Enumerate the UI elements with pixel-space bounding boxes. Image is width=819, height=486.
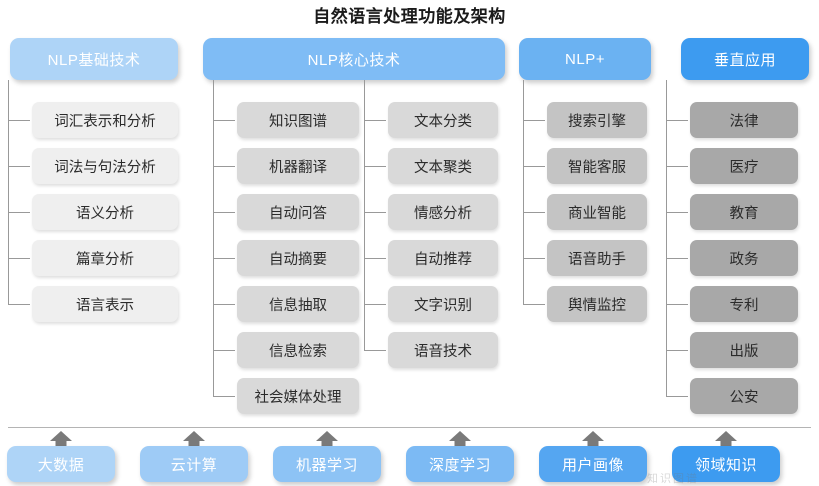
item-box[interactable]: 文本聚类 bbox=[388, 148, 498, 184]
connector-trunk-vertical-app-0 bbox=[666, 80, 667, 396]
connector-stub bbox=[364, 258, 386, 259]
item-box[interactable]: 自动推荐 bbox=[388, 240, 498, 276]
connector-stub bbox=[213, 396, 235, 397]
item-box[interactable]: 语义分析 bbox=[32, 194, 178, 230]
connector-stub bbox=[8, 166, 30, 167]
page-title: 自然语言处理功能及架构 bbox=[313, 7, 506, 26]
connector-stub bbox=[213, 212, 235, 213]
item-box[interactable]: 词汇表示和分析 bbox=[32, 102, 178, 138]
connector-trunk-nlp-plus-0 bbox=[523, 80, 524, 304]
connector-stub bbox=[213, 166, 235, 167]
column-header-nlp-basic[interactable]: NLP基础技术 bbox=[10, 38, 178, 80]
item-box[interactable]: 文本分类 bbox=[388, 102, 498, 138]
item-box[interactable]: 舆情监控 bbox=[547, 286, 647, 322]
item-box[interactable]: 文字识别 bbox=[388, 286, 498, 322]
item-box[interactable]: 自动摘要 bbox=[237, 240, 359, 276]
connector-stub bbox=[8, 304, 30, 305]
item-box[interactable]: 语言表示 bbox=[32, 286, 178, 322]
item-box[interactable]: 出版 bbox=[690, 332, 798, 368]
item-box[interactable]: 公安 bbox=[690, 378, 798, 414]
column-header-vertical-app[interactable]: 垂直应用 bbox=[681, 38, 809, 80]
connector-stub bbox=[666, 166, 688, 167]
item-box[interactable]: 情感分析 bbox=[388, 194, 498, 230]
column-header-nlp-plus[interactable]: NLP+ bbox=[519, 38, 651, 80]
connector-stub bbox=[666, 304, 688, 305]
connector-stub bbox=[364, 120, 386, 121]
connector-trunk-nlp-core-0 bbox=[213, 80, 214, 396]
connector-stub bbox=[523, 212, 545, 213]
connector-stub bbox=[666, 396, 688, 397]
item-box[interactable]: 智能客服 bbox=[547, 148, 647, 184]
item-box[interactable]: 语音技术 bbox=[388, 332, 498, 368]
item-box[interactable]: 信息抽取 bbox=[237, 286, 359, 322]
connector-stub bbox=[364, 350, 386, 351]
item-box[interactable]: 词法与句法分析 bbox=[32, 148, 178, 184]
connector-trunk-nlp-basic-0 bbox=[8, 80, 9, 304]
item-box[interactable]: 法律 bbox=[690, 102, 798, 138]
foundation-pill[interactable]: 领域知识 bbox=[672, 446, 780, 482]
item-box[interactable]: 搜索引擎 bbox=[547, 102, 647, 138]
connector-stub bbox=[666, 350, 688, 351]
item-box[interactable]: 机器翻译 bbox=[237, 148, 359, 184]
foundation-divider bbox=[8, 427, 811, 428]
connector-trunk-nlp-core-1 bbox=[364, 80, 365, 350]
item-box[interactable]: 教育 bbox=[690, 194, 798, 230]
connector-stub bbox=[523, 120, 545, 121]
foundation-pill[interactable]: 深度学习 bbox=[406, 446, 514, 482]
connector-stub bbox=[8, 212, 30, 213]
connector-stub bbox=[364, 304, 386, 305]
connector-stub bbox=[523, 258, 545, 259]
foundation-pill[interactable]: 云计算 bbox=[140, 446, 248, 482]
item-box[interactable]: 医疗 bbox=[690, 148, 798, 184]
item-box[interactable]: 政务 bbox=[690, 240, 798, 276]
item-box[interactable]: 专利 bbox=[690, 286, 798, 322]
item-box[interactable]: 信息检索 bbox=[237, 332, 359, 368]
connector-stub bbox=[8, 258, 30, 259]
item-box[interactable]: 知识图谱 bbox=[237, 102, 359, 138]
connector-stub bbox=[8, 120, 30, 121]
connector-stub bbox=[364, 212, 386, 213]
foundation-pill[interactable]: 用户画像 bbox=[539, 446, 647, 482]
item-box[interactable]: 篇章分析 bbox=[32, 240, 178, 276]
column-header-nlp-core[interactable]: NLP核心技术 bbox=[203, 38, 505, 80]
foundation-pill[interactable]: 大数据 bbox=[7, 446, 115, 482]
item-box[interactable]: 语音助手 bbox=[547, 240, 647, 276]
item-box[interactable]: 自动问答 bbox=[237, 194, 359, 230]
connector-stub bbox=[213, 304, 235, 305]
connector-stub bbox=[213, 258, 235, 259]
connector-stub bbox=[523, 304, 545, 305]
foundation-pill[interactable]: 机器学习 bbox=[273, 446, 381, 482]
connector-stub bbox=[364, 166, 386, 167]
item-box[interactable]: 商业智能 bbox=[547, 194, 647, 230]
connector-stub bbox=[213, 350, 235, 351]
connector-stub bbox=[213, 120, 235, 121]
connector-stub bbox=[666, 212, 688, 213]
connector-stub bbox=[523, 166, 545, 167]
item-box[interactable]: 社会媒体处理 bbox=[237, 378, 359, 414]
connector-stub bbox=[666, 258, 688, 259]
connector-stub bbox=[666, 120, 688, 121]
watermark: 知识图谱 bbox=[647, 473, 699, 485]
